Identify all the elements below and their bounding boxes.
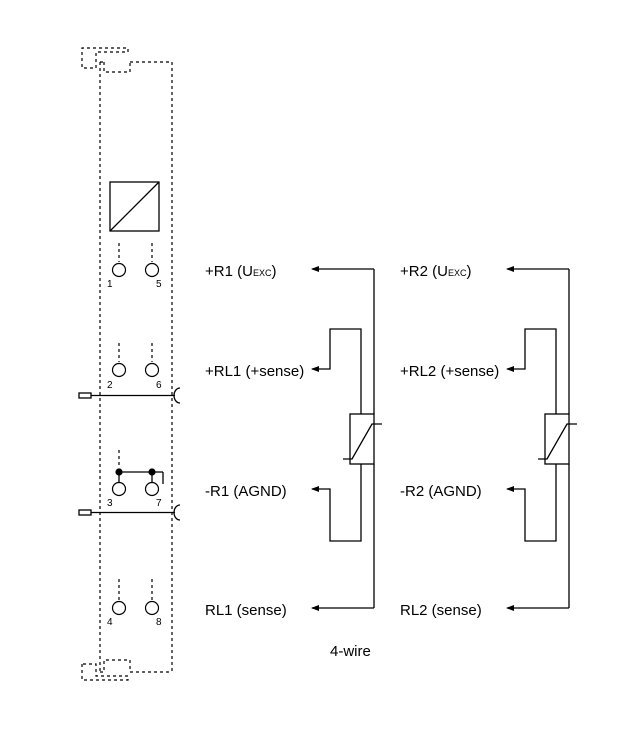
label-r1-minus: -R1 (AGND) xyxy=(205,483,287,500)
channel-2-labels: +R2 (UEXC) +RL2 (+sense) -R2 (AGND) RL2 … xyxy=(400,263,499,619)
label-r2-plus: +R2 (UEXC) xyxy=(400,263,471,280)
terminal-3 xyxy=(111,481,127,497)
caption-4-wire: 4-wire xyxy=(330,643,371,660)
power-contact-2 xyxy=(78,504,181,521)
terminal-label-3: 3 xyxy=(107,498,113,509)
terminal-label-1: 1 xyxy=(107,279,113,290)
terminal-row-1-5: 1 5 xyxy=(107,243,162,290)
terminal-label-7: 7 xyxy=(156,498,162,509)
terminal-6 xyxy=(144,362,160,378)
terminal-7 xyxy=(144,481,160,497)
label-rl1-minus: RL1 (sense) xyxy=(205,602,287,619)
terminal-label-8: 8 xyxy=(156,617,162,628)
terminal-label-2: 2 xyxy=(107,380,113,391)
label-rl2-plus: +RL2 (+sense) xyxy=(400,363,499,380)
label-r2-minus: -R2 (AGND) xyxy=(400,483,482,500)
rtd-sensor-2 xyxy=(544,413,570,465)
terminal-5 xyxy=(144,262,160,278)
terminal-row-3-7: 3 7 xyxy=(107,450,164,509)
module-housing xyxy=(81,47,173,681)
channel-2-sensor-wiring xyxy=(506,266,577,611)
rtd-sensor-1 xyxy=(349,413,375,465)
terminal-label-5: 5 xyxy=(156,279,162,290)
channel-1-sensor-wiring xyxy=(311,266,382,611)
converter-symbol xyxy=(109,181,160,232)
terminal-4 xyxy=(111,600,127,616)
terminal-2 xyxy=(111,362,127,378)
label-rl1-plus: +RL1 (+sense) xyxy=(205,363,304,380)
channel-1-labels: +R1 (UEXC) +RL1 (+sense) -R1 (AGND) RL1 … xyxy=(205,263,304,619)
label-rl2-minus: RL2 (sense) xyxy=(400,602,482,619)
terminal-label-6: 6 xyxy=(156,380,162,391)
terminal-label-4: 4 xyxy=(107,617,113,628)
terminal-1 xyxy=(111,262,127,278)
terminal-row-2-6: 2 6 xyxy=(107,343,162,391)
terminal-8 xyxy=(144,600,160,616)
label-r1-plus: +R1 (UEXC) xyxy=(205,263,276,280)
terminal-row-4-8: 4 8 xyxy=(107,579,162,628)
power-contact-1 xyxy=(78,387,181,404)
